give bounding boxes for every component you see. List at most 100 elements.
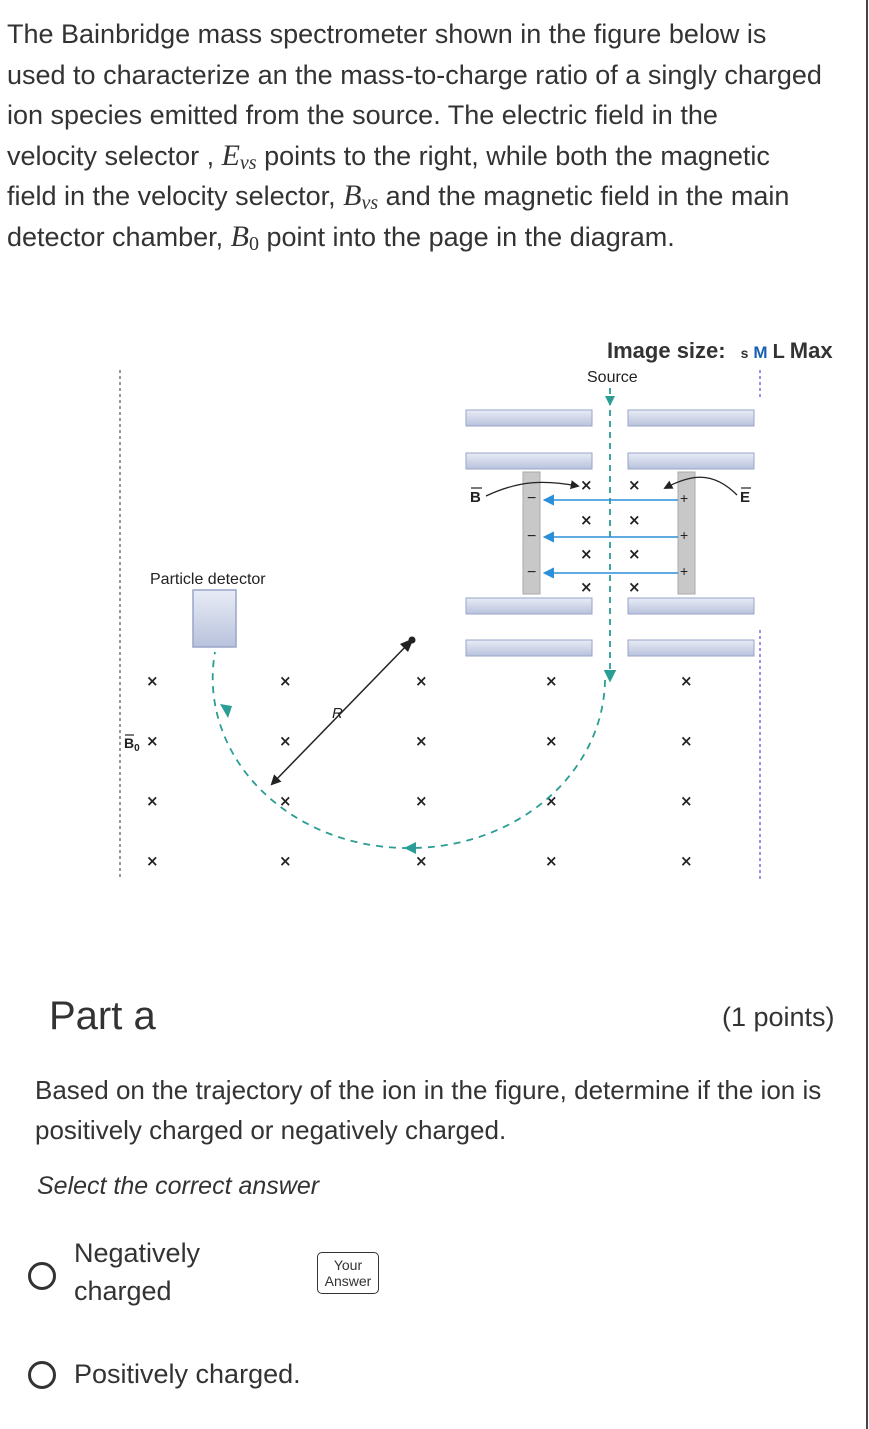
source-label: Source	[587, 369, 638, 386]
b-field-label: B	[470, 489, 481, 506]
minus-sign: −	[527, 490, 536, 507]
plus-sign: +	[680, 527, 688, 543]
image-size-label: Image size:	[607, 338, 726, 363]
field-mark: ×	[545, 852, 558, 870]
option-label: Positively charged.	[74, 1359, 301, 1389]
math-symbol: B	[343, 179, 362, 213]
plate	[465, 409, 593, 427]
plate	[465, 639, 593, 657]
badge-line-2: Answer	[324, 1273, 372, 1289]
option-positively-charged[interactable]: Positively charged.	[26, 1355, 346, 1395]
plate	[465, 452, 593, 470]
select-hint: Select the correct answer	[37, 1172, 320, 1200]
minus-sign: −	[527, 564, 536, 581]
radio-button[interactable]	[28, 1262, 56, 1290]
e-field-label: E	[740, 489, 750, 506]
option-label: Negatively charged	[74, 1238, 201, 1306]
field-mark: ×	[545, 732, 558, 750]
intro-text: points to the right, while both the magn…	[256, 140, 770, 171]
field-mark: ×	[680, 732, 693, 750]
scrollbar-edge	[866, 0, 868, 1429]
ion-trajectory	[211, 651, 606, 849]
intro-text: and the magnetic field in the main	[378, 181, 790, 212]
field-mark: ×	[545, 672, 558, 690]
field-mark: ×	[680, 852, 693, 870]
plate	[465, 597, 593, 615]
image-size-max-button[interactable]: Max	[789, 338, 833, 363]
chamber-field-marks: × × × × × × × × × × × × × × × × × × × ×	[146, 672, 693, 870]
b0-field-label: B0	[124, 735, 140, 754]
image-size-l-button[interactable]: L	[772, 341, 785, 363]
math-symbol: B	[230, 219, 249, 253]
field-mark: ×	[146, 672, 159, 690]
positive-plate	[677, 471, 696, 595]
image-size-m-button[interactable]: M	[753, 343, 768, 362]
field-mark: ×	[580, 511, 593, 529]
field-mark: ×	[146, 732, 159, 750]
plus-sign: +	[680, 490, 688, 506]
field-mark: ×	[680, 672, 693, 690]
negative-plate	[522, 471, 541, 595]
b0-subscript: 0	[134, 743, 140, 754]
trajectory-arrow	[404, 842, 416, 854]
e-vs-symbol: Evs	[221, 138, 257, 173]
intro-line-2: used to characterize an the mass-to-char…	[7, 59, 822, 90]
plate	[627, 639, 755, 657]
field-mark: ×	[279, 852, 292, 870]
mass-spectrometer-figure: Source − − − + + + B E × × × × × × × × P…	[119, 369, 761, 880]
b-vs-symbol: Bvs	[343, 179, 379, 215]
minus-sign: −	[527, 528, 536, 545]
intro-text: velocity selector ,	[7, 140, 222, 171]
intro-line-5: field in the velocity selector, Bvs and …	[7, 176, 862, 217]
b-0-symbol: B0	[230, 219, 259, 255]
radius-vector	[270, 641, 411, 786]
field-mark: ×	[415, 732, 428, 750]
field-mark: ×	[628, 578, 641, 596]
source-arrow	[605, 396, 615, 406]
badge-line-1: Your	[333, 1257, 363, 1273]
plate	[627, 409, 755, 427]
field-mark: ×	[580, 476, 593, 494]
field-mark: ×	[545, 792, 558, 810]
intro-text: field in the velocity selector,	[7, 181, 344, 212]
problem-intro: The Bainbridge mass spectrometer shown i…	[7, 14, 862, 258]
field-mark: ×	[580, 578, 593, 596]
field-mark: ×	[279, 732, 292, 750]
particle-detector-label: Particle detector	[150, 571, 266, 588]
your-answer-badge: Your Answer	[317, 1252, 379, 1294]
field-mark: ×	[628, 476, 641, 494]
trajectory-arrow	[220, 704, 232, 718]
intro-line-1: The Bainbridge mass spectrometer shown i…	[7, 19, 767, 49]
math-subscript: vs	[361, 192, 379, 215]
part-title: Part a	[49, 994, 156, 1038]
image-size-s-button[interactable]: s	[740, 345, 749, 361]
field-mark: ×	[415, 792, 428, 810]
field-mark: ×	[580, 545, 593, 563]
field-mark: ×	[146, 852, 159, 870]
intro-text: detector chamber,	[7, 221, 231, 252]
field-mark: ×	[415, 672, 428, 690]
intro-line-6: detector chamber, B0 point into the page…	[7, 217, 862, 258]
b0-symbol: B	[124, 735, 134, 751]
option-negatively-charged[interactable]: Negatively charged	[26, 1236, 326, 1316]
intro-line-3: ion species emitted from the source. The…	[7, 100, 718, 131]
math-symbol: E	[221, 138, 240, 172]
points-label: (1 points)	[722, 1002, 835, 1032]
intro-text: point into the page in the diagram.	[258, 221, 675, 252]
plus-sign: +	[680, 563, 688, 579]
field-mark: ×	[279, 672, 292, 690]
particle-detector	[192, 589, 237, 648]
math-subscript: 0	[248, 232, 259, 255]
radius-center-dot	[408, 636, 416, 644]
field-mark: ×	[415, 852, 428, 870]
intro-line-4: velocity selector , Evs points to the ri…	[7, 136, 862, 177]
selector-field-marks: × × × × × × × ×	[580, 476, 641, 596]
field-mark: ×	[628, 545, 641, 563]
radius-label: R	[332, 705, 343, 722]
field-mark: ×	[680, 792, 693, 810]
field-mark: ×	[628, 511, 641, 529]
plate	[627, 597, 755, 615]
radio-button[interactable]	[28, 1361, 56, 1389]
field-mark: ×	[279, 792, 292, 810]
